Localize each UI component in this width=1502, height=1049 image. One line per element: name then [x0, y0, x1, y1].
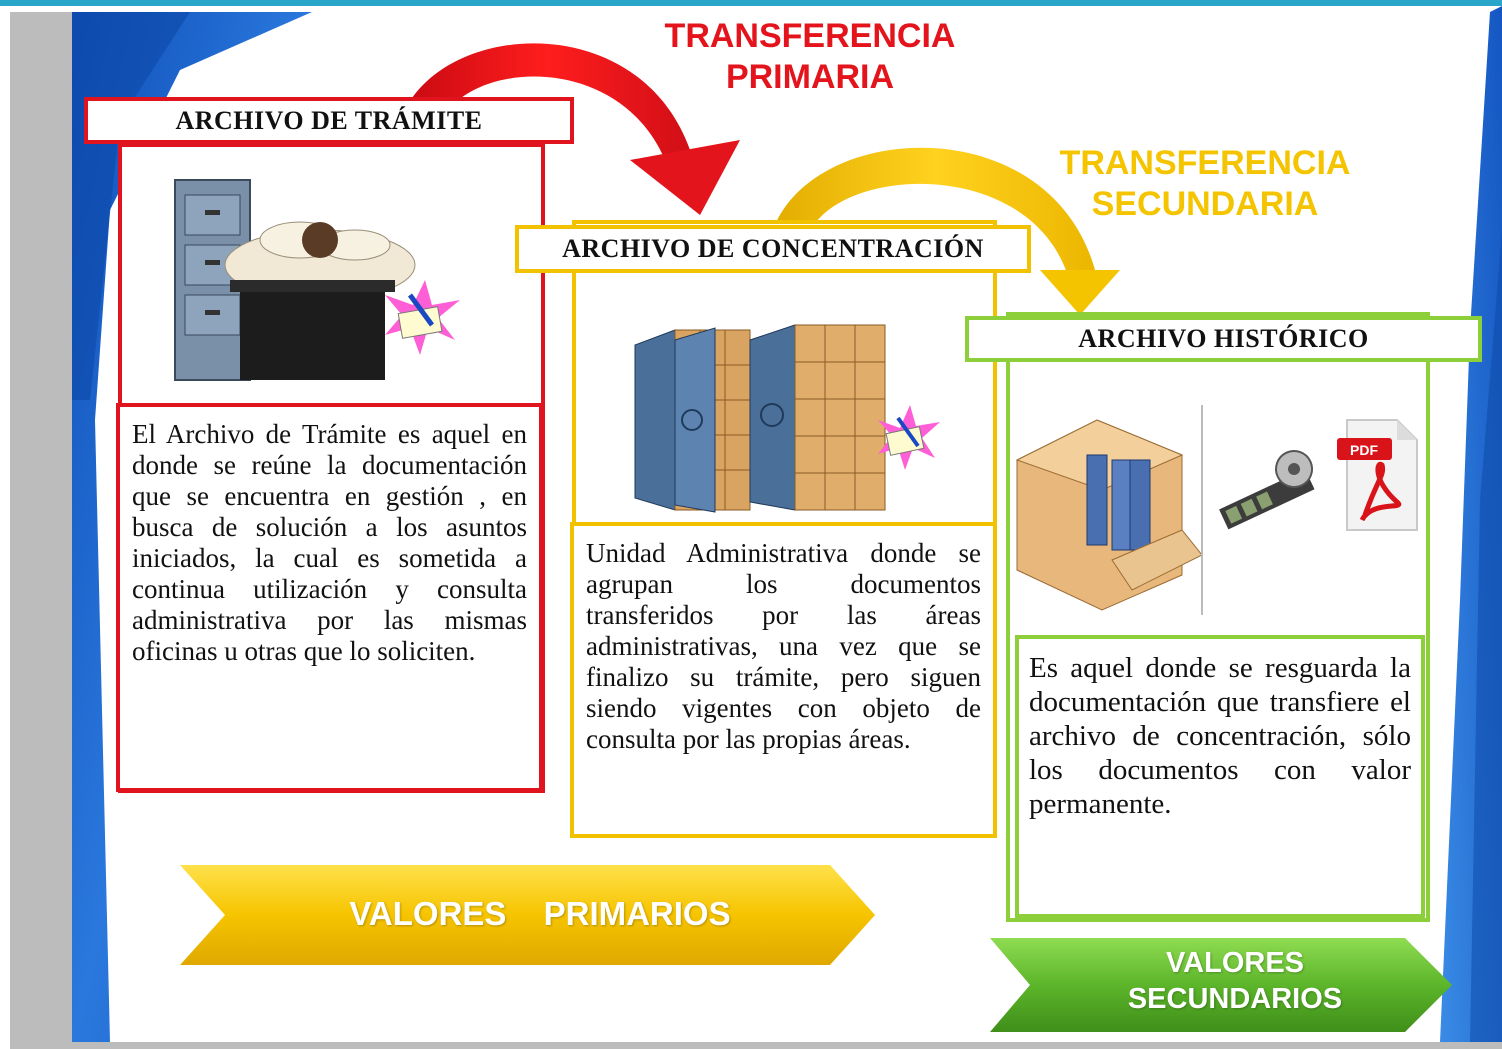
pdf-badge-text: PDF	[1350, 442, 1378, 458]
archivo-tramite-title: ARCHIVO DE TRÁMITE	[84, 97, 574, 144]
historic-archive-illustration: PDF	[1015, 405, 1418, 615]
cluttered-office-illustration	[174, 179, 460, 381]
archivo-concentracion-title: ARCHIVO DE CONCENTRACIÓN	[515, 225, 1031, 273]
mobile-shelving-illustration	[634, 324, 940, 513]
transfer-primary-label: TRANSFERENCIA PRIMARIA	[664, 17, 956, 96]
archivo-historico-description: Es aquel donde se resguarda la documenta…	[1015, 635, 1425, 918]
archivo-concentracion-description: Unidad Administrativa donde se agrupan l…	[570, 522, 997, 838]
valores-secundarios-label: VALORES SECUNDARIOS	[1127, 947, 1343, 1016]
archivo-tramite-description: El Archivo de Trámite es aquel en donde …	[116, 403, 543, 792]
valores-primarios-label: VALORES PRIMARIOS	[349, 895, 731, 932]
valores-secundarios-banner-shape	[990, 938, 1452, 1032]
archivo-historico-title: ARCHIVO HISTÓRICO	[965, 316, 1482, 362]
valores-primarios-banner-shape	[180, 865, 875, 965]
transfer-secondary-label: TRANSFERENCIA SECUNDARIA	[1059, 144, 1351, 223]
